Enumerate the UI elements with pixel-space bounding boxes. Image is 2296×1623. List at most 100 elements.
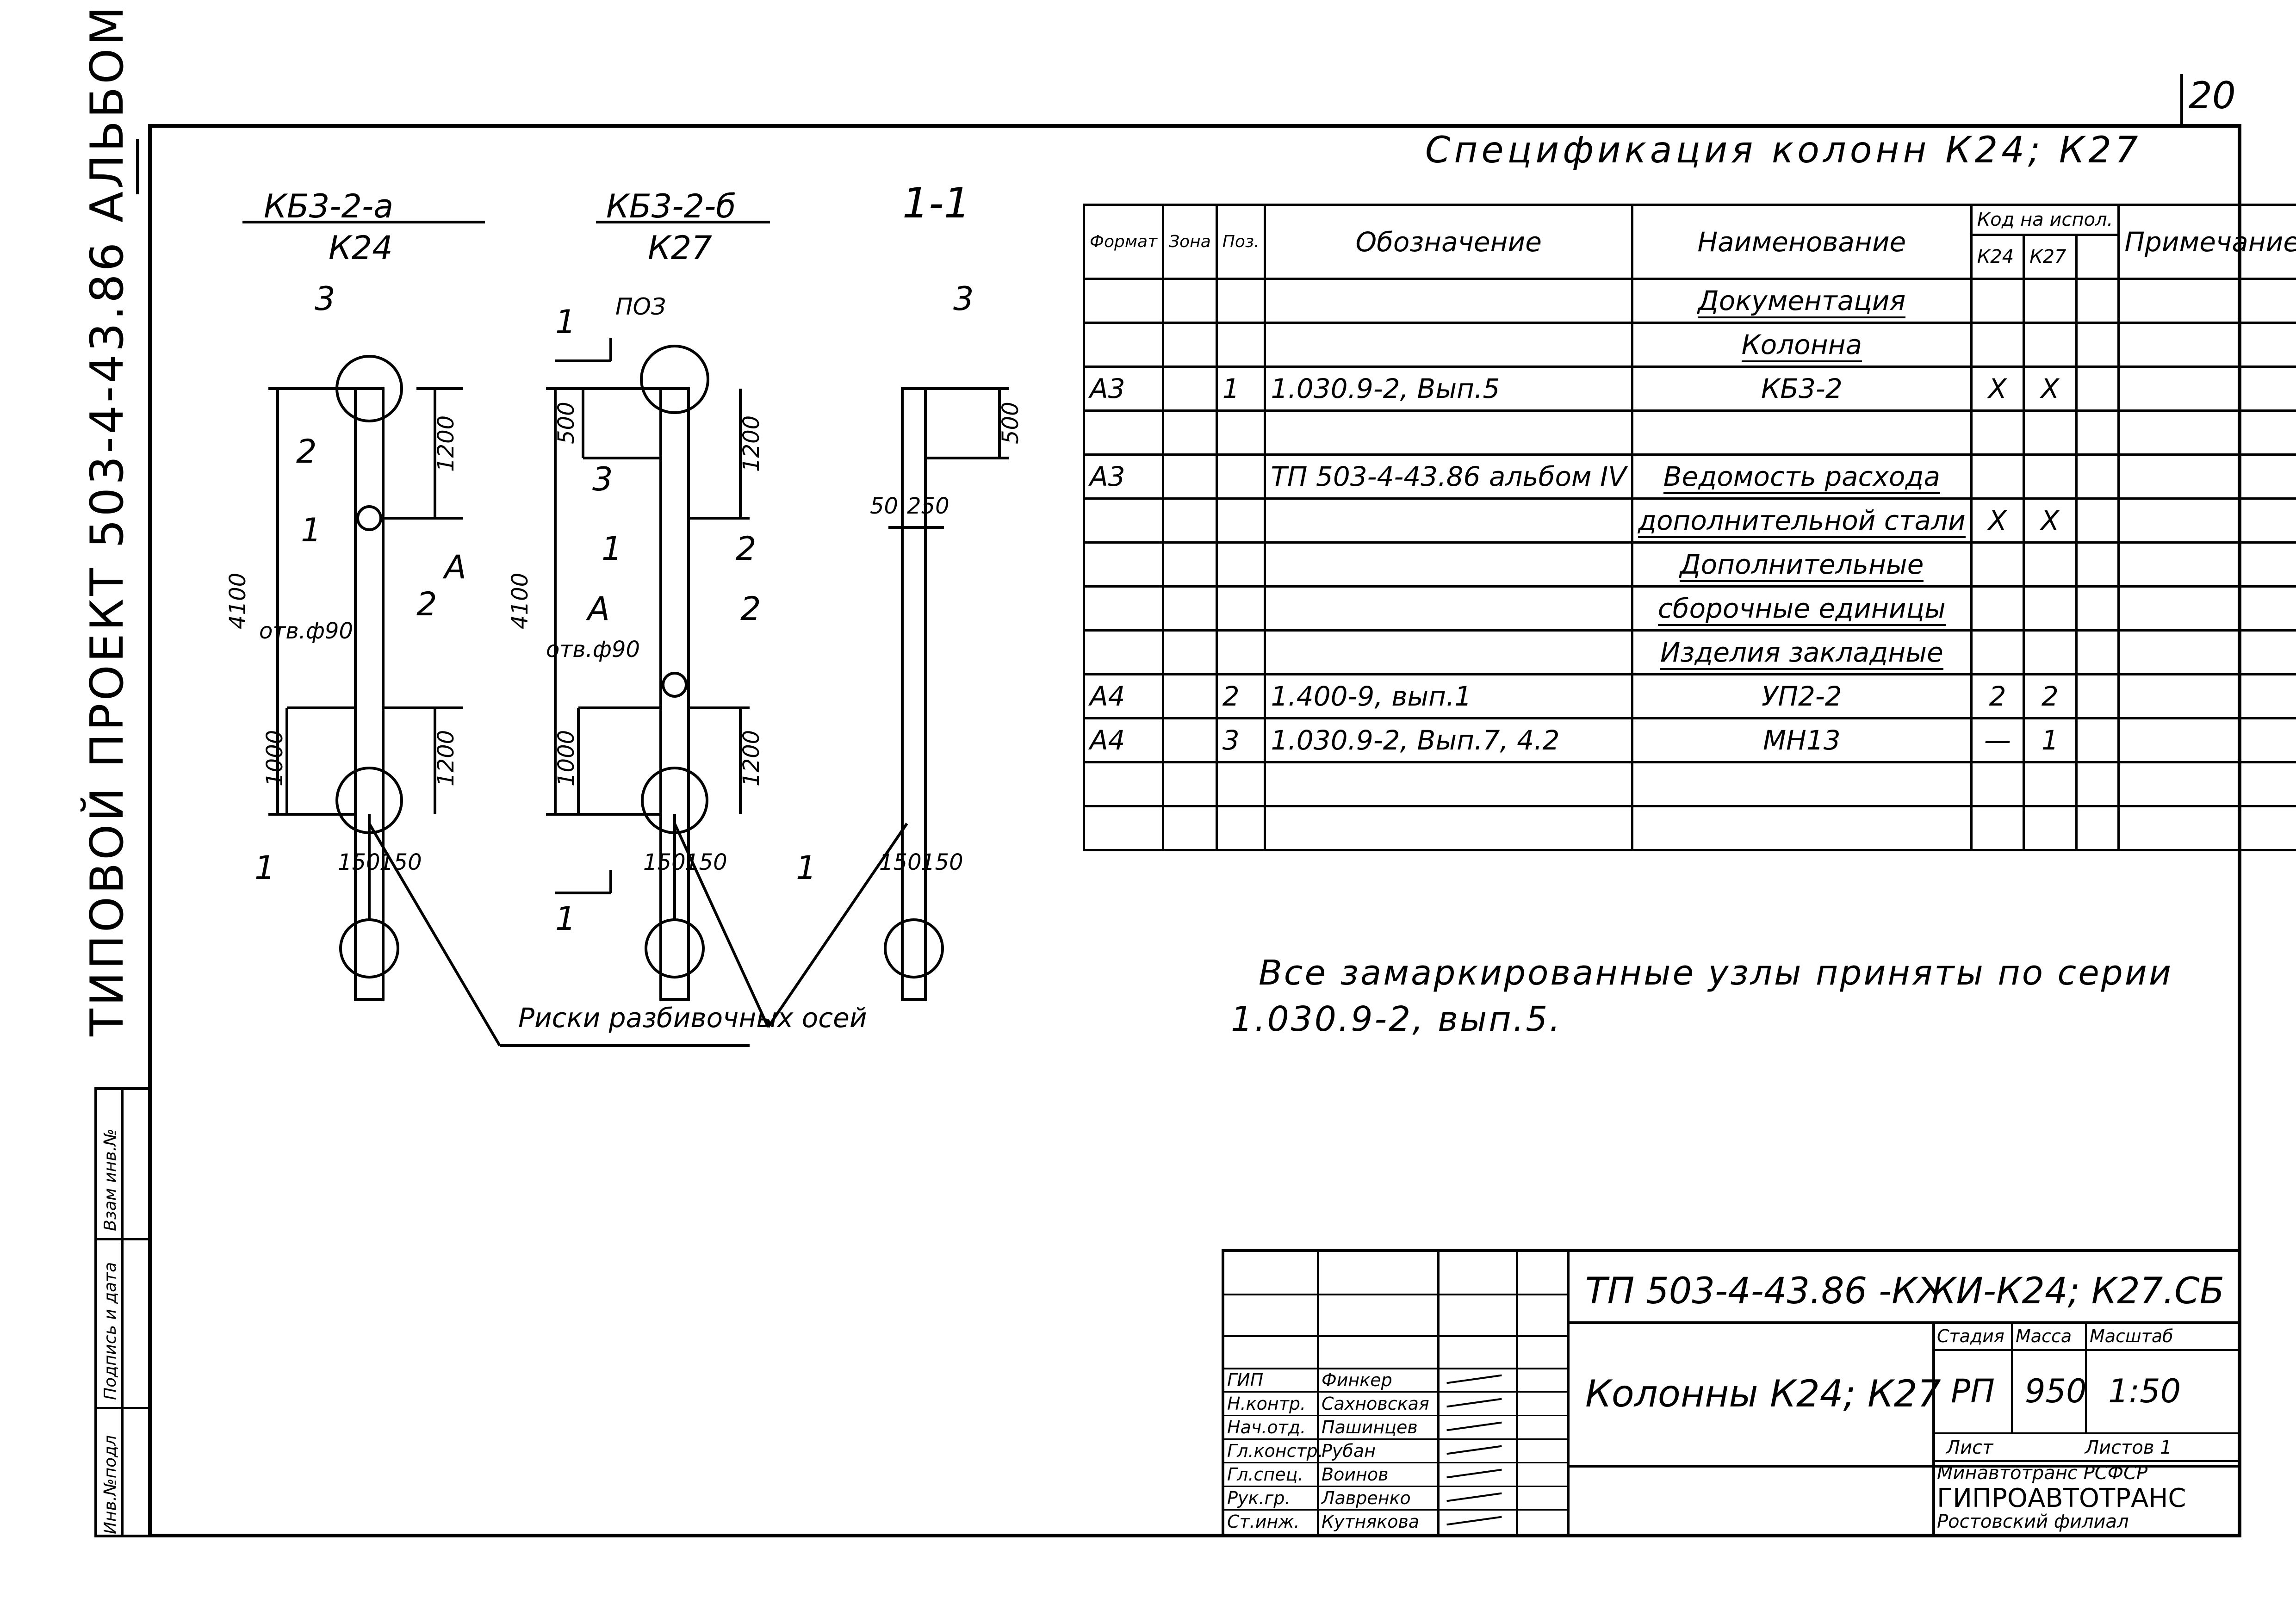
spec-row: Изделия закладные [1082, 629, 2296, 675]
spec-cell-designation-text: 1.030.9-2, Вып.7, 4.2 [1271, 725, 1560, 756]
dim-1200: 1200 [738, 415, 764, 472]
spec-table: Формат Зона Поз. Обозначение Наименовани… [1082, 204, 2296, 851]
spec-cell-format-text: А3 [1090, 373, 1125, 404]
spec-cell-name: Изделия закладные [1631, 629, 1973, 675]
pos-label: 2 [736, 530, 757, 568]
spec-cell-k24 [1970, 409, 2025, 456]
spec-cell-k24: 2 [1970, 673, 2025, 719]
spec-cell-designation-text: 1.400-9, вып.1 [1271, 681, 1472, 712]
spec-row: Дополнительные [1082, 541, 2296, 588]
spec-cell-format [1082, 629, 1165, 675]
dim-1200: 1200 [433, 415, 459, 472]
signer-row: Гл.констр.Рубан [1224, 1438, 1567, 1462]
dim-150: 150 [685, 849, 727, 875]
spec-cell-extra [2075, 629, 2120, 675]
spec-row: Колонна [1082, 322, 2296, 368]
page-number-tick [2180, 74, 2183, 125]
spec-cell-name: КБ3-2 [1631, 365, 1973, 412]
signer-name: Пашинцев [1322, 1417, 1418, 1437]
pos-label: 3 [592, 460, 613, 498]
spec-cell-format: А3 [1082, 453, 1165, 500]
col-designation: Обозначение [1264, 204, 1633, 280]
spec-cell-note [2117, 322, 2296, 368]
spec-cell-note [2117, 497, 2296, 544]
spec-cell-name-text: УП2-2 [1762, 681, 1842, 712]
signature-scribble [1446, 1468, 1502, 1479]
spec-cell-name-text: МН13 [1763, 725, 1841, 756]
spec-cell-format [1082, 541, 1165, 588]
spec-cell-note [2117, 629, 2296, 675]
stage-label: Стадия [1937, 1326, 2004, 1346]
spec-cell-format-text: А3 [1090, 461, 1125, 492]
spec-cell-designation: 1.030.9-2, Вып.5 [1264, 365, 1633, 412]
col2-sub: К27 [648, 229, 712, 267]
spec-cell-designation [1264, 761, 1633, 807]
signer-name: Сахновская [1322, 1394, 1429, 1414]
col-pos: Поз. [1215, 204, 1266, 280]
signer-row: Н.контр.Сахновская [1224, 1391, 1567, 1415]
spec-cell-pos: 3 [1215, 717, 1266, 763]
dim-1200: 1200 [738, 730, 764, 787]
signature-scribble [1446, 1445, 1502, 1455]
pos-label: 3 [953, 280, 974, 318]
spec-cell-name: Ведомость расхода [1631, 453, 1973, 500]
signature-scribble [1446, 1398, 1502, 1408]
signer-role: Рук.гр. [1227, 1488, 1291, 1508]
spec-cell-k24 [1970, 322, 2025, 368]
spec-row [1082, 805, 2296, 851]
spec-cell-extra [2075, 365, 2120, 412]
signer-name: Финкер [1322, 1370, 1392, 1390]
dim-150: 150 [643, 849, 686, 875]
page-number: 20 [2189, 74, 2236, 117]
hole-label: отв.ф90 [259, 618, 353, 644]
signer-name: Рубан [1322, 1441, 1376, 1461]
tb-line [1516, 1252, 1518, 1534]
sheet-label: Лист [1946, 1437, 1993, 1458]
spec-cell-k24: X [1970, 365, 2025, 412]
side-strip-divider [97, 1238, 148, 1240]
spec-cell-name-text: Дополнительные [1680, 549, 1924, 582]
signature-scribble [1446, 1492, 1502, 1502]
spec-cell-pos-text: 2 [1222, 681, 1240, 712]
spec-cell-k27-text: X [2041, 373, 2060, 404]
spec-cell-k27: 1 [2023, 717, 2078, 763]
signer-role: Ст.инж. [1227, 1511, 1300, 1532]
section-label: 1-1 [902, 179, 970, 228]
pos-label: 1 [602, 530, 622, 568]
spec-cell-format [1082, 497, 1165, 544]
signature-scribble [1446, 1374, 1502, 1384]
spec-cell-note [2117, 365, 2296, 412]
col-note: Примечание [2117, 204, 2296, 280]
signer-role: Нач.отд. [1227, 1417, 1306, 1437]
spec-cell-zone [1162, 409, 1218, 456]
spec-cell-zone [1162, 585, 1218, 632]
spec-cell-extra [2075, 278, 2120, 324]
spec-cell-name [1631, 409, 1973, 456]
spec-cell-pos-text: 3 [1222, 725, 1240, 756]
spec-cell-k27-text: X [2041, 505, 2060, 536]
note-label: Риски разбивочных осей [518, 1002, 867, 1034]
column-k24-body [354, 387, 385, 1001]
spec-cell-k24 [1970, 805, 2025, 851]
dim-150: 150 [379, 849, 422, 875]
scale-label: Масштаб [2090, 1326, 2173, 1346]
spec-cell-pos [1215, 322, 1266, 368]
spec-title: Спецификация колонн К24; К27 [1425, 130, 2142, 171]
spec-cell-k27 [2023, 409, 2078, 456]
tb-line [2085, 1321, 2087, 1432]
dim-1000: 1000 [262, 730, 288, 787]
node-circle [356, 505, 382, 531]
side-strip-divider [121, 1090, 124, 1535]
spec-cell-zone [1162, 673, 1218, 719]
spec-cell-name: УП2-2 [1631, 673, 1973, 719]
spec-cell-note [2117, 717, 2296, 763]
spec-cell-zone [1162, 278, 1218, 324]
spec-cell-extra [2075, 761, 2120, 807]
org-2: ГИПРОАВТОТРАНС [1937, 1483, 2186, 1513]
signer-name: Лавренко [1322, 1488, 1411, 1508]
pos-label: 2 [296, 433, 317, 471]
section-mark: 1 [555, 303, 576, 341]
spec-cell-name-text: Колонна [1741, 329, 1862, 362]
